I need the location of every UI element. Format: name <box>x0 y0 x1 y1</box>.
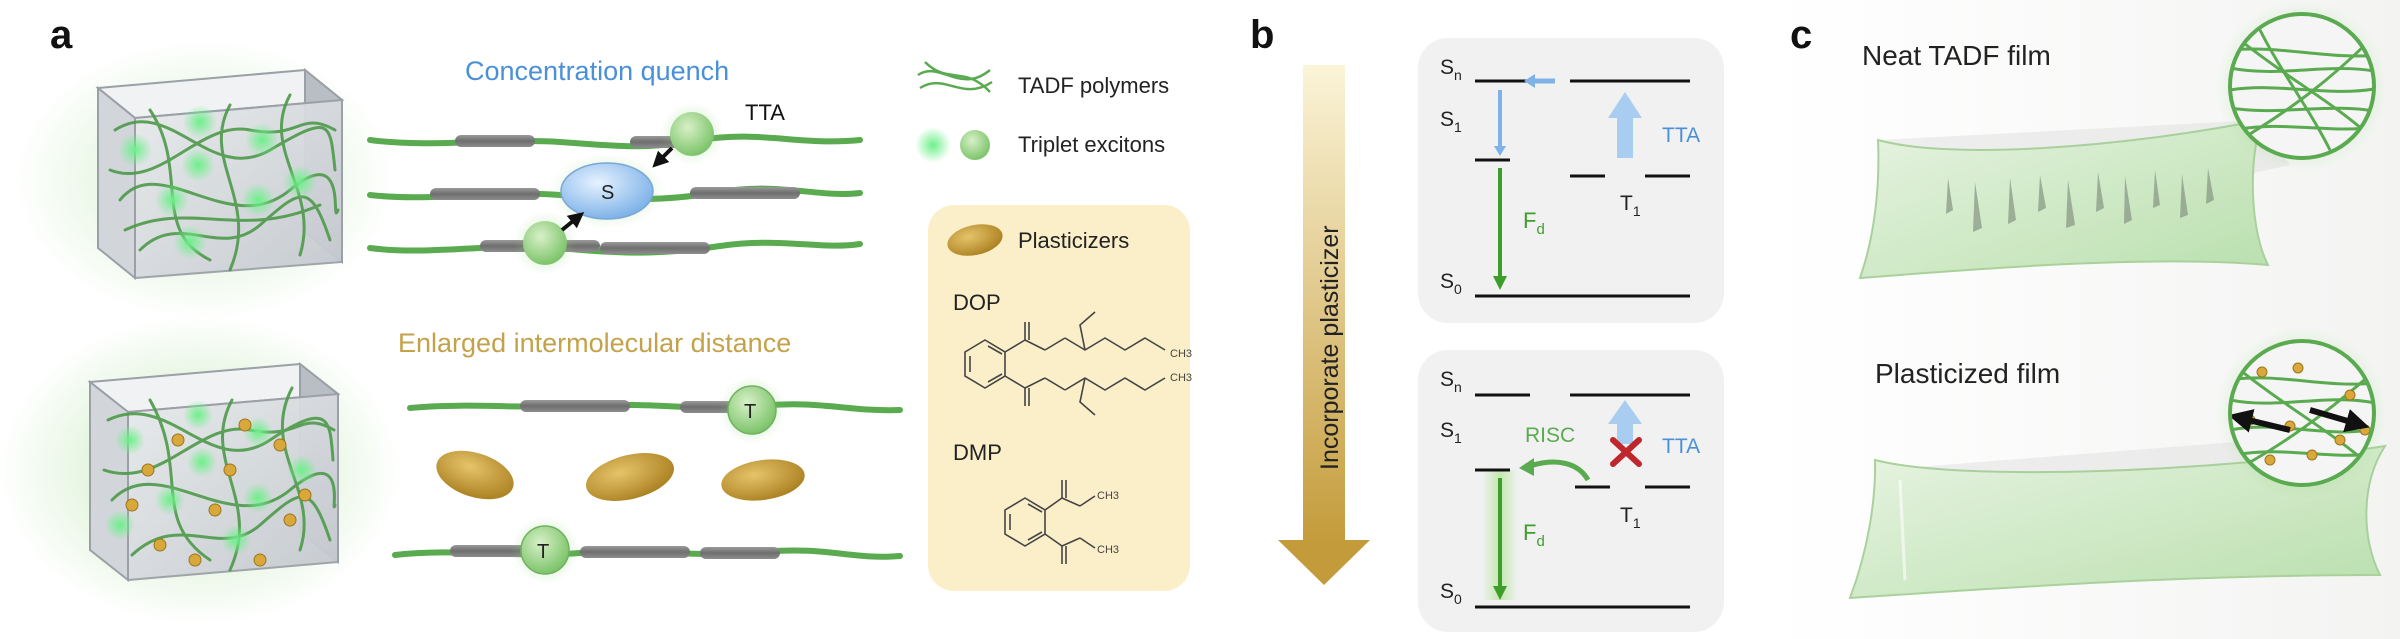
zoom-view-neat <box>2230 14 2374 158</box>
s0-label-bottom: S0 <box>1440 580 1462 607</box>
triplet-exciton-3 <box>727 385 777 435</box>
panel-c-label: c <box>1790 13 1812 57</box>
panel-a-label: a <box>50 13 73 57</box>
neat-polymer-cube <box>95 67 345 281</box>
tta-arrow-1 <box>652 146 674 168</box>
ch3-dmp-2: CH3 <box>1097 544 1119 556</box>
neat-film-cracks <box>1946 168 2214 232</box>
energy-levels-bottom <box>1475 393 1690 609</box>
triplet-exciton-4 <box>520 525 570 575</box>
dop-structure <box>964 311 1166 416</box>
plasticizer-molecules <box>436 450 805 501</box>
tta-label-bottom: TTA <box>1662 435 1700 458</box>
polymer-chains-bottom <box>392 400 903 560</box>
fd-arrow-bottom-head <box>1493 586 1507 600</box>
zoom-circle-bottom <box>2228 339 2376 487</box>
neat-film-title: Neat TADF film <box>1862 40 2051 71</box>
fd-label-top: Fd <box>1523 208 1545 238</box>
triplet-exciton-1 <box>670 112 714 156</box>
tta-arrow-bottom <box>1617 420 1633 444</box>
incorporate-plasticizer-arrow <box>1278 65 1370 585</box>
plasticizer-legend-box <box>928 205 1190 591</box>
tta-label-top: TTA <box>1662 124 1700 147</box>
energy-diagram-bottom <box>1418 350 1724 632</box>
zoom-circle-top <box>2228 12 2376 160</box>
risc-arrow <box>1529 459 1591 482</box>
plasticized-film <box>1848 444 2388 600</box>
tta-arrow-top <box>1617 114 1633 158</box>
s0-label-top: S0 <box>1440 270 1462 297</box>
blocked-cross <box>1610 437 1642 467</box>
plasticized-film-title: Plasticized film <box>1875 358 2060 389</box>
tta-label-a: TTA <box>745 100 785 125</box>
triplet-exciton-2 <box>523 221 567 265</box>
incorporate-plasticizer-text: Incorporate plasticizer <box>1316 225 1344 470</box>
fd-label-bottom: Fd <box>1523 520 1545 550</box>
singlet-exciton <box>560 162 654 220</box>
neat-film <box>1858 118 2270 280</box>
s1-label-bottom: S1 <box>1440 419 1462 446</box>
sn-relax-head-top <box>1524 74 1535 88</box>
triplet-label-2: T <box>537 541 549 563</box>
singlet-label: S <box>601 182 614 204</box>
legend: TADF polymers Triplet excitons Plasticiz… <box>915 61 1192 591</box>
legend-excitons: Triplet excitons <box>1018 132 1165 157</box>
tta-arrow-top-head <box>1608 92 1642 118</box>
dmp-structure <box>1004 480 1096 564</box>
fd-arrow-top-head <box>1493 276 1507 290</box>
dmp-label: DMP <box>953 440 1002 465</box>
triplet-label-1: T <box>744 401 756 423</box>
plasticized-polymer-cube <box>87 361 341 583</box>
t1-label-top: T1 <box>1620 192 1641 219</box>
enlarged-distance-title: Enlarged intermolecular distance <box>398 328 791 358</box>
dop-label: DOP <box>953 290 1001 315</box>
legend-plasticizers: Plasticizers <box>1018 228 1129 253</box>
panel-b-label: b <box>1250 13 1274 57</box>
legend-polymers: TADF polymers <box>1018 73 1169 98</box>
concentration-quench-title: Concentration quench <box>465 56 729 86</box>
ic-arrow-top-head <box>1494 146 1506 156</box>
s1-label-top: S1 <box>1440 108 1462 135</box>
tta-arrow-2 <box>560 211 585 232</box>
risc-arrow-head <box>1519 458 1534 476</box>
ch3-dop-1: CH3 <box>1170 348 1192 360</box>
t1-label-bottom: T1 <box>1620 504 1641 531</box>
sn-label-top: Sn <box>1440 56 1462 83</box>
tta-arrow-bottom-head <box>1608 400 1642 424</box>
sn-label-bottom: Sn <box>1440 368 1462 395</box>
film-highlight <box>1898 479 1907 581</box>
energy-diagram-top <box>1418 38 1724 323</box>
energy-levels-top <box>1475 79 1690 298</box>
ch3-dop-2: CH3 <box>1170 372 1192 384</box>
ch3-dmp-1: CH3 <box>1097 490 1119 502</box>
risc-label: RISC <box>1525 424 1575 447</box>
